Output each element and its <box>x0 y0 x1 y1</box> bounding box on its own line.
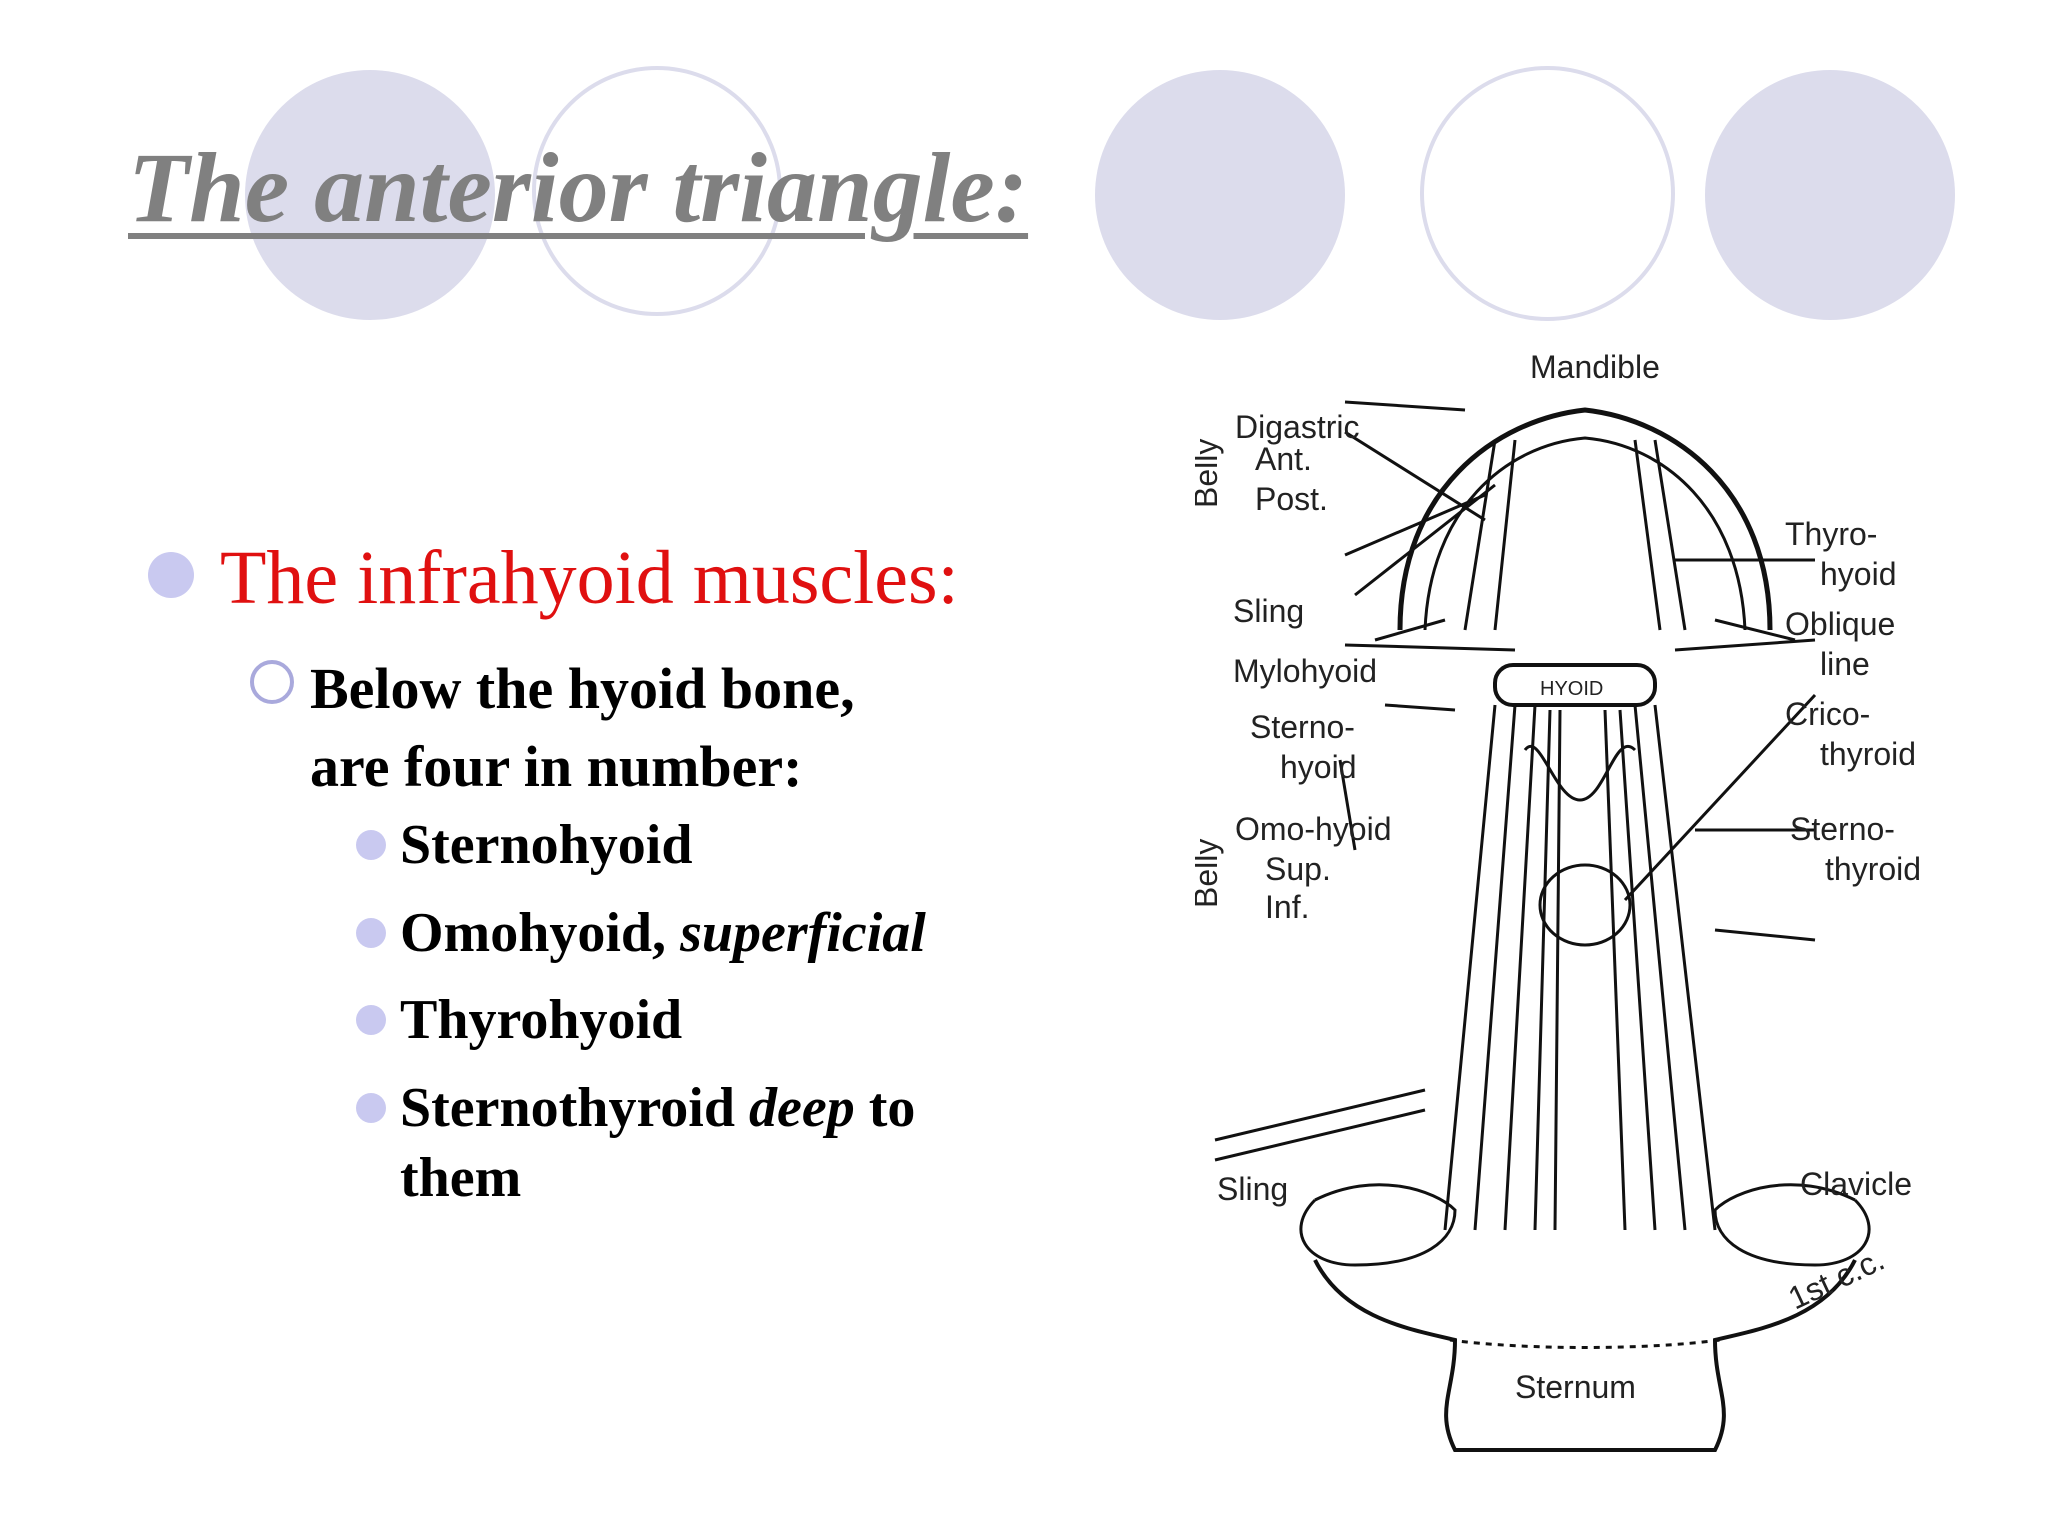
label-inf: Inf. <box>1265 889 1309 925</box>
label-belly-upper: Belly <box>1195 439 1224 508</box>
decor-ring-2 <box>532 66 782 316</box>
infrahyoid-heading: The infrahyoid muscles: <box>220 536 959 620</box>
label-sternothyroid-2: thyroid <box>1825 851 1921 887</box>
decor-ring-4 <box>1420 66 1675 321</box>
label-digastric: Digastric <box>1235 409 1359 445</box>
list-bullet-icon <box>356 830 386 860</box>
list-item-omohyoid: Omohyoid, superficial <box>400 898 926 968</box>
sternothyroid-qualifier: deep <box>749 1077 855 1139</box>
omohyoid-qualifier: superficial <box>680 902 926 964</box>
hollow-circle-bullet-icon <box>250 660 294 704</box>
list-item-thyrohyoid: Thyrohyoid <box>400 989 683 1051</box>
decor-circle-1 <box>245 70 495 320</box>
label-first-cc: 1st c.c. <box>1783 1241 1890 1316</box>
infrahyoid-muscles-diagram: Mandible Digastric Belly Ant. Post. Slin… <box>1195 349 1921 1452</box>
label-sling-top: Sling <box>1233 593 1304 629</box>
label-cricothyroid-1: Crico- <box>1785 696 1870 732</box>
label-omohyoid: Omo-hyoid <box>1235 811 1392 847</box>
list-item-sternohyoid: Sternohyoid <box>400 814 693 876</box>
label-oblique-1: Oblique <box>1785 606 1895 642</box>
decor-circle-5 <box>1705 70 1955 320</box>
label-sternohyoid-2: hyoid <box>1280 749 1357 785</box>
label-cricothyroid-2: thyroid <box>1820 736 1916 772</box>
diagram-drawing <box>1214 400 1871 1452</box>
label-sling-bottom: Sling <box>1217 1171 1288 1207</box>
filled-circle-bullet-icon <box>148 552 194 598</box>
label-clavicle: Clavicle <box>1800 1166 1912 1202</box>
label-sup: Sup. <box>1265 851 1331 887</box>
label-belly-lower: Belly <box>1195 839 1224 908</box>
decor-circle-3 <box>1095 70 1345 320</box>
list-bullet-icon <box>356 918 386 948</box>
label-post: Post. <box>1255 481 1328 517</box>
list-bullet-icon <box>356 1093 386 1123</box>
label-sternohyoid-1: Sterno- <box>1250 709 1355 745</box>
diagram-labels: Mandible Digastric Belly Ant. Post. Slin… <box>1195 349 1921 1405</box>
label-ant: Ant. <box>1255 441 1312 477</box>
label-oblique-2: line <box>1820 646 1870 682</box>
label-thyrohyoid-2: hyoid <box>1820 556 1897 592</box>
label-mandible: Mandible <box>1530 349 1660 385</box>
slide-title: The anterior triangle: <box>128 132 1029 243</box>
list-bullet-icon <box>356 1005 386 1035</box>
list-item-sternothyroid: Sternothyroid deep to them <box>400 1073 915 1213</box>
subpoint-text: Below the hyoid bone, are four in number… <box>310 650 855 806</box>
subpoint-line-1: Below the hyoid bone, <box>310 656 855 721</box>
sternothyroid-line-2: them <box>400 1147 522 1209</box>
label-sternothyroid-1: Sterno- <box>1790 811 1895 847</box>
label-mylohyoid: Mylohyoid <box>1233 653 1377 689</box>
label-sternum: Sternum <box>1515 1369 1636 1405</box>
omohyoid-name: Omohyoid, <box>400 902 667 964</box>
label-hyoid: HYOID <box>1540 678 1603 700</box>
label-thyrohyoid-1: Thyro- <box>1785 516 1877 552</box>
sternothyroid-suffix: to <box>854 1077 916 1139</box>
subpoint-line-2: are four in number: <box>310 734 803 799</box>
sternothyroid-name: Sternothyroid <box>400 1077 735 1139</box>
